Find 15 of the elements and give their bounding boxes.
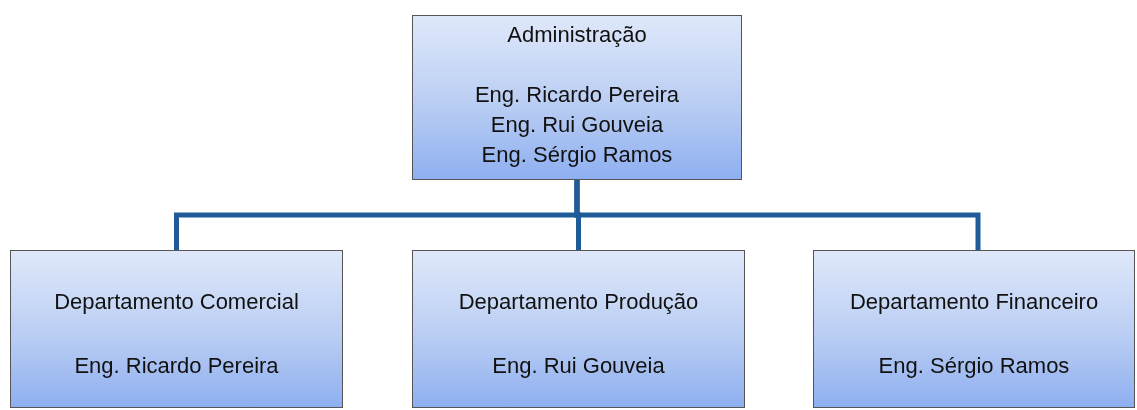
org-box: [412, 250, 745, 408]
person-name: Eng. Ricardo Pereira: [74, 352, 279, 380]
org-box: [813, 250, 1135, 408]
org-box: [10, 250, 343, 408]
person-name: Eng. Rui Gouveia: [490, 111, 664, 139]
unit-title: Departamento Comercial: [54, 288, 299, 316]
unit-title: Departamento Financeiro: [849, 288, 1099, 316]
person-name: Eng. Sérgio Ramos: [481, 141, 673, 169]
unit-title: Departamento Produção: [458, 288, 699, 316]
org-box: [412, 15, 742, 180]
person-name: Eng. Sérgio Ramos: [878, 352, 1070, 380]
connector-line: [574, 180, 981, 250]
person-name: Eng. Rui Gouveia: [492, 352, 665, 380]
unit-title: Administração: [507, 21, 647, 49]
person-name: Eng. Ricardo Pereira: [474, 81, 680, 109]
